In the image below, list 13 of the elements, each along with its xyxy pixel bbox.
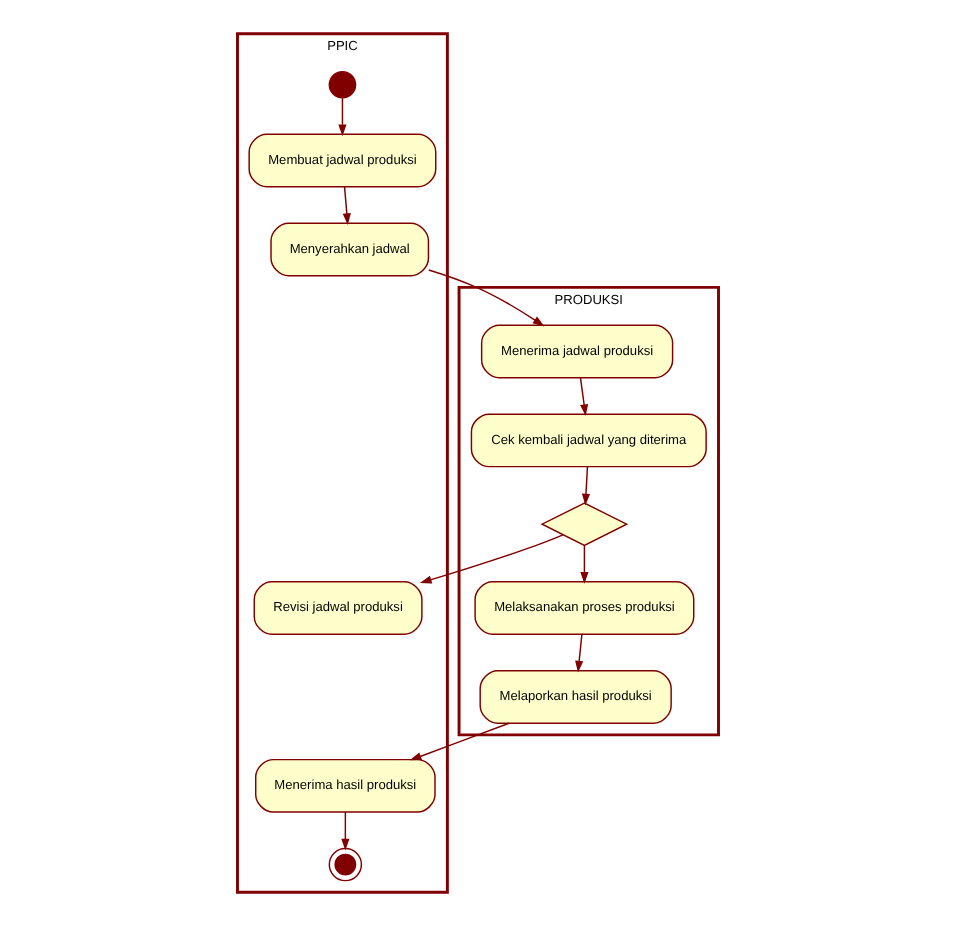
- arrow: [340, 811, 349, 851]
- node-circle: [327, 70, 356, 99]
- arrow: [574, 633, 583, 673]
- arrow: [427, 269, 544, 327]
- arrow: [341, 186, 350, 226]
- arrow: [579, 544, 588, 584]
- arrow: [578, 377, 588, 417]
- arrow: [580, 466, 590, 506]
- node-bullseye: [327, 847, 362, 882]
- node-diamond: [539, 502, 628, 547]
- arrow: [408, 722, 509, 761]
- arrow: [418, 534, 563, 584]
- arrow: [337, 97, 346, 137]
